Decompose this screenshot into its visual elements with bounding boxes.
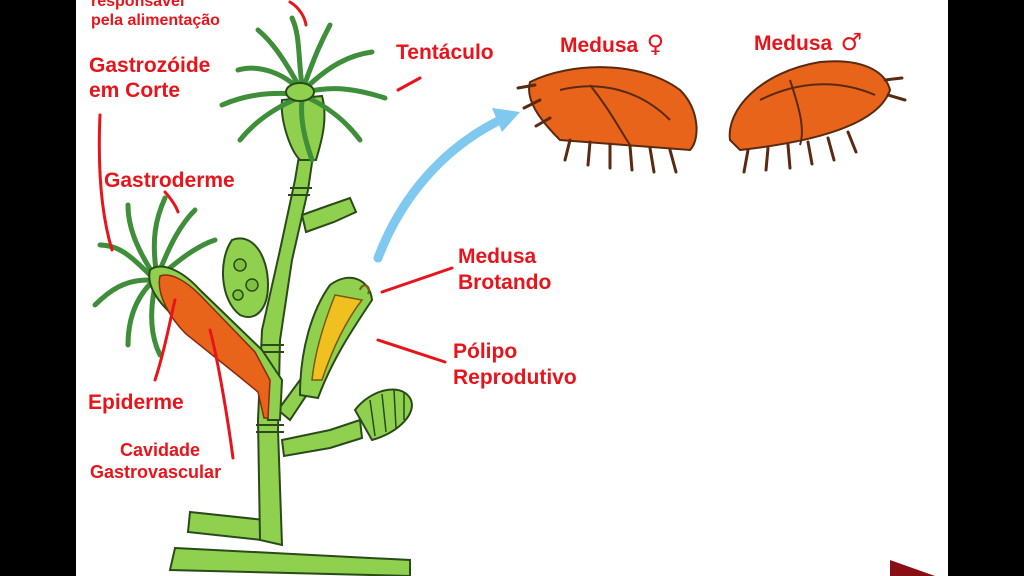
female-symbol-icon: ♀ — [646, 30, 665, 58]
label-gastroderme: Gastroderme — [104, 169, 235, 192]
label-medusa-brotando-2: Brotando — [458, 271, 552, 294]
label-medusa-brotando-1: Medusa — [458, 245, 537, 268]
next-arrow-icon — [890, 560, 935, 576]
label-reprodutivo: Reprodutivo — [453, 366, 577, 389]
label-medusa-female: Medusa — [560, 34, 639, 57]
label-medusa-male: Medusa — [754, 32, 833, 55]
gastrozooid-top — [219, 15, 388, 163]
medusa-female-drawing — [516, 66, 698, 174]
label-responsavel: responsável — [91, 0, 185, 10]
label-medusa-female-group: Medusa ♀ — [560, 30, 665, 58]
small-polyp-right — [353, 388, 413, 442]
label-tentaculo: Tentáculo — [396, 41, 494, 64]
label-em-corte: em Corte — [89, 79, 181, 102]
label-gastrovascular: Gastrovascular — [90, 462, 222, 482]
budding-arrow — [373, 108, 520, 263]
leader-lines — [97, 0, 454, 460]
label-gastrozoide: Gastrozóide — [89, 54, 211, 77]
label-cavidade: Cavidade — [120, 440, 201, 460]
label-polipo: Pólipo — [453, 340, 518, 363]
colony-stalk — [168, 118, 411, 576]
male-symbol-icon: ♂ — [840, 28, 863, 56]
medusa-male-drawing — [728, 60, 907, 174]
label-epiderme: Epiderme — [88, 391, 184, 414]
label-medusa-male-group: Medusa ♂ — [754, 28, 863, 56]
reproductive-polyp — [298, 276, 374, 400]
label-pela-alimentacao: pela alimentação — [91, 12, 220, 29]
gonozooid-left — [222, 237, 270, 318]
